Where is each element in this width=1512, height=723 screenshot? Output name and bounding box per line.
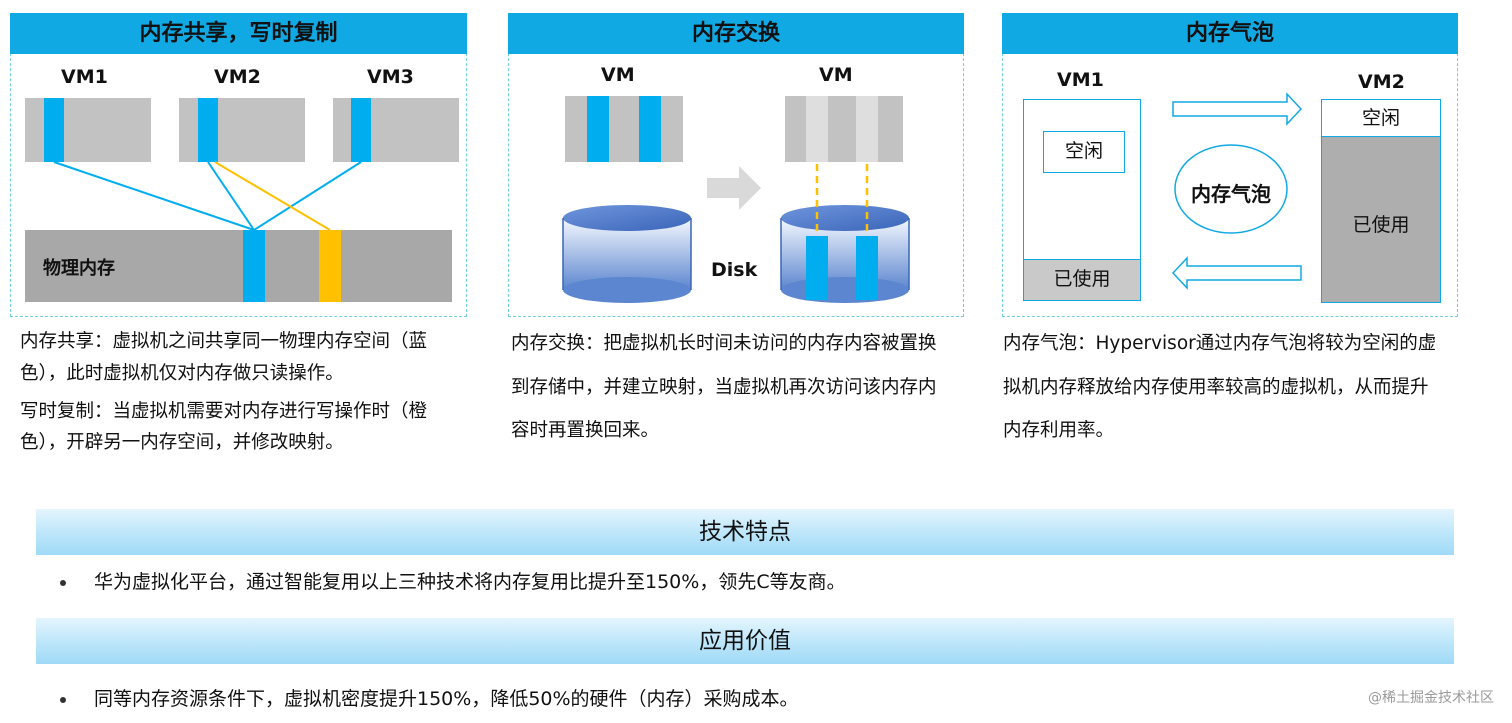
vm2-shared-page: [198, 98, 218, 162]
vm3-shared-page: [351, 98, 371, 162]
sharing-desc-2: 写时复制：当虚拟机需要对内存进行写操作时（橙色），开辟另一内存空间，并修改映射。: [20, 400, 428, 454]
swap-vm-left-page-1: [587, 96, 609, 162]
swap-vm-right-memory: [785, 96, 903, 162]
value-heading: 应用价值: [36, 618, 1454, 664]
features-bullet-text: 华为虚拟化平台，通过智能复用以上三种技术将内存复用比提升至150%，领先C等友商…: [94, 571, 846, 593]
balloon-vm1-label: VM1: [1057, 69, 1104, 91]
disk-right-cylinder: [780, 205, 910, 303]
balloon-vm1-used-label: 已使用: [1053, 268, 1111, 290]
disk-label: Disk: [711, 259, 758, 281]
swap-vm-left-memory: [565, 96, 683, 162]
swapped-page-1: [806, 236, 828, 300]
panel-memory-sharing: 内存共享，写时复制 VM1 VM2 VM3 物理内存: [10, 13, 467, 317]
balloon-description: 内存气泡：Hypervisor通过内存气泡将较为空闲的虚拟机内存释放给内存使用率…: [1003, 333, 1437, 442]
vm2-label: VM2: [214, 66, 261, 88]
bullet-dot-icon: [60, 579, 66, 586]
swap-description: 内存交换：把虚拟机长时间未访问的内存内容被置换到存储中，并建立映射，当虚拟机再次…: [511, 333, 937, 442]
sharing-description: 内存共享：虚拟机之间共享同一物理内存空间（蓝色），此时虚拟机仅对内存做只读操作。…: [20, 326, 460, 459]
balloon-graphics: [1171, 92, 1303, 290]
physical-shared-page: [243, 230, 265, 302]
value-bullet: 同等内存资源条件下，虚拟机密度提升150%，降低50%的硬件（内存）采购成本。: [60, 684, 799, 711]
balloon-bubble-label: 内存气泡: [1191, 182, 1271, 206]
bullet-dot-icon: [60, 696, 66, 703]
balloon-vm1-idle-label: 空闲: [1064, 140, 1103, 162]
panel-title-swap: 内存交换: [508, 13, 964, 54]
balloon-vm2-idle-label: 空闲: [1361, 107, 1400, 129]
vm3-mapping-line: [253, 161, 362, 231]
balloon-bubble: [1174, 144, 1288, 234]
mapping-lines: [53, 161, 362, 231]
swap-vm-left-label: VM: [601, 64, 635, 86]
vm2-mapping-line: [207, 161, 255, 231]
physical-memory-label: 物理内存: [43, 258, 115, 279]
swap-arrow: [707, 166, 761, 210]
disk-left-cylinder: [562, 205, 692, 303]
swap-graphics: [562, 164, 910, 303]
vm1-shared-page: [44, 98, 64, 162]
swap-vm-right-slot-1: [806, 96, 828, 162]
swap-vm-left-page-2: [639, 96, 661, 162]
vm1-mapping-line: [53, 161, 255, 231]
features-heading: 技术特点: [36, 509, 1454, 555]
balloon-arrow-right: [1172, 92, 1303, 126]
panel-memory-balloon: 内存气泡 VM1 VM2 空闲 已使用 空闲 已使用 内存气泡: [1002, 13, 1458, 317]
balloon-arrow-left: [1171, 256, 1302, 290]
vm1-label: VM1: [61, 66, 108, 88]
value-bullet-text: 同等内存资源条件下，虚拟机密度提升150%，降低50%的硬件（内存）采购成本。: [94, 688, 799, 710]
panel-memory-swap: 内存交换 VM VM Disk: [508, 13, 964, 317]
balloon-vm2-label: VM2: [1358, 71, 1405, 93]
panel-title-balloon: 内存气泡: [1002, 13, 1458, 54]
sharing-desc-1: 内存共享：虚拟机之间共享同一物理内存空间（蓝色），此时虚拟机仅对内存做只读操作。: [20, 331, 428, 384]
balloon-vm1-idle-box: 空闲: [1043, 131, 1125, 173]
panel-title-sharing: 内存共享，写时复制: [10, 13, 467, 54]
physical-cow-page: [319, 230, 341, 302]
vm3-label: VM3: [367, 66, 414, 88]
swapped-page-2: [856, 236, 878, 300]
balloon-vm2-idle: 空闲: [1321, 99, 1441, 137]
vm2-cow-line: [214, 161, 331, 231]
features-bullet: 华为虚拟化平台，通过智能复用以上三种技术将内存复用比提升至150%，领先C等友商…: [60, 567, 846, 594]
watermark: @稀土掘金技术社区: [1368, 690, 1494, 706]
swap-vm-right-slot-2: [856, 96, 878, 162]
balloon-vm1-used: 已使用: [1023, 259, 1141, 301]
swap-vm-right-label: VM: [819, 64, 853, 86]
physical-memory-block: [25, 230, 452, 302]
balloon-vm2-used-label: 已使用: [1352, 214, 1410, 236]
